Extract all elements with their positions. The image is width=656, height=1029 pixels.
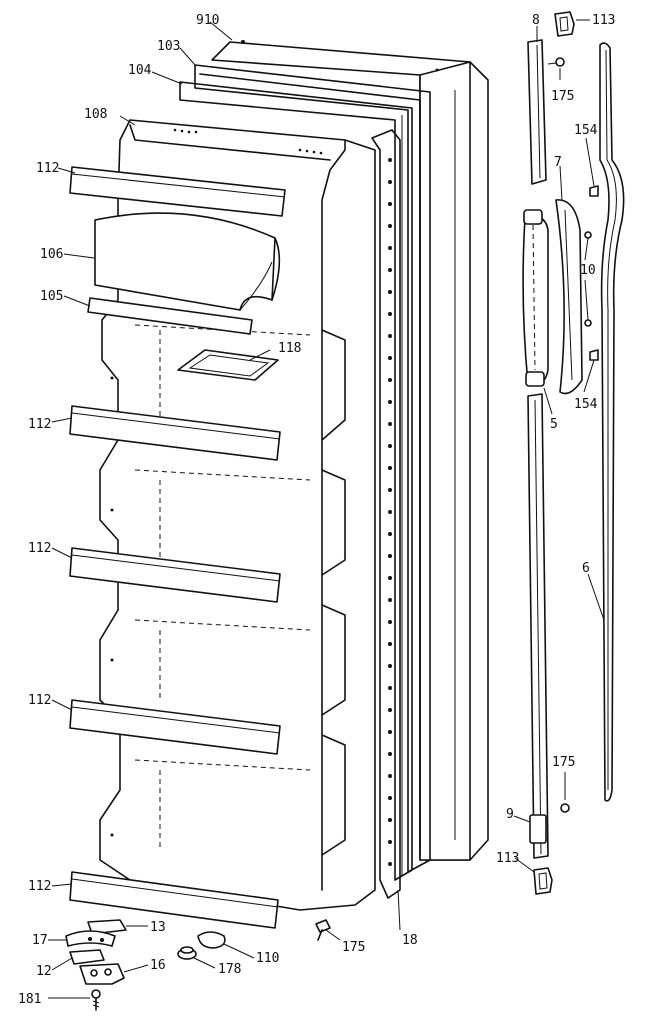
screw-154-upper bbox=[589, 185, 599, 197]
label-6: 6 bbox=[582, 561, 590, 576]
strip-hole bbox=[388, 510, 392, 514]
strip-hole bbox=[388, 620, 392, 624]
hinge-17 bbox=[65, 930, 116, 947]
strip-hole bbox=[388, 268, 392, 272]
screw-175-top bbox=[547, 57, 565, 67]
screw-181 bbox=[91, 989, 101, 1011]
strip-hole bbox=[388, 202, 392, 206]
label-175-door: 175 bbox=[342, 940, 365, 955]
label-113-top: 113 bbox=[592, 13, 615, 28]
cover-110 bbox=[197, 931, 226, 949]
label-113-bottom: 113 bbox=[496, 851, 519, 866]
screw-175-bottom-door bbox=[315, 919, 331, 941]
strip-hole bbox=[388, 180, 392, 184]
tray bbox=[177, 349, 279, 381]
label-181: 181 bbox=[18, 992, 41, 1007]
strip-hole bbox=[388, 378, 392, 382]
label-103: 103 bbox=[157, 39, 180, 54]
handle-center-grip bbox=[522, 209, 549, 387]
screw-154-lower bbox=[589, 349, 599, 361]
hinge-plate-13 bbox=[87, 919, 127, 935]
screw-10 bbox=[584, 231, 592, 327]
strip-hole bbox=[388, 334, 392, 338]
label-10: 10 bbox=[580, 263, 596, 278]
label-112-shelf-2: 112 bbox=[28, 417, 51, 432]
breaker-strip bbox=[371, 129, 401, 899]
strip-hole bbox=[388, 818, 392, 822]
strip-hole bbox=[388, 730, 392, 734]
label-105: 105 bbox=[40, 289, 63, 304]
strip-hole bbox=[388, 400, 392, 404]
end-cap-top bbox=[554, 11, 575, 37]
label-112-shelf-3: 112 bbox=[28, 541, 51, 556]
strip-hole bbox=[388, 664, 392, 668]
strip-hole bbox=[388, 158, 392, 162]
leader-lines bbox=[48, 19, 605, 999]
end-cap-bottom bbox=[533, 867, 553, 895]
strip-hole bbox=[388, 356, 392, 360]
label-104: 104 bbox=[128, 63, 152, 78]
strip-hole bbox=[388, 246, 392, 250]
label-175-top: 175 bbox=[551, 89, 574, 104]
shelf-bar-1 bbox=[69, 166, 286, 217]
label-18: 18 bbox=[402, 933, 418, 948]
strip-hole bbox=[388, 598, 392, 602]
strip-hole bbox=[388, 642, 392, 646]
part-labels: 910 103 104 108 112 106 105 118 112 112 … bbox=[18, 13, 615, 1007]
label-13: 13 bbox=[150, 920, 166, 935]
label-106: 106 bbox=[40, 247, 63, 262]
label-17: 17 bbox=[32, 933, 48, 948]
strip-hole bbox=[388, 708, 392, 712]
label-112-shelf-5: 112 bbox=[28, 879, 51, 894]
strip-hole bbox=[388, 224, 392, 228]
strip-hole bbox=[388, 290, 392, 294]
shelf-bar-4 bbox=[69, 699, 281, 755]
hinge-bracket-16 bbox=[79, 963, 125, 985]
strip-hole bbox=[388, 840, 392, 844]
strip-hole bbox=[388, 466, 392, 470]
label-9: 9 bbox=[506, 807, 514, 822]
hinge-12 bbox=[69, 949, 105, 965]
strip-hole bbox=[388, 796, 392, 800]
label-108: 108 bbox=[84, 107, 107, 122]
strip-hole bbox=[388, 774, 392, 778]
strip-hole bbox=[388, 576, 392, 580]
trim-strip bbox=[599, 42, 625, 802]
label-110: 110 bbox=[256, 951, 279, 966]
strip-hole bbox=[388, 488, 392, 492]
door-gasket bbox=[179, 64, 431, 881]
label-8: 8 bbox=[532, 13, 540, 28]
cam-178 bbox=[177, 946, 197, 960]
label-154-upper: 154 bbox=[574, 123, 598, 138]
label-154-lower: 154 bbox=[574, 397, 598, 412]
strip-hole bbox=[388, 444, 392, 448]
label-7: 7 bbox=[554, 155, 562, 170]
handle-top-section bbox=[527, 39, 547, 185]
handle-insert bbox=[555, 199, 583, 395]
strip-hole bbox=[388, 312, 392, 316]
strip-hole bbox=[388, 686, 392, 690]
label-112-shelf-1: 112 bbox=[36, 161, 59, 176]
label-910: 910 bbox=[196, 13, 219, 28]
dairy-retainer bbox=[87, 297, 253, 335]
dairy-compartment-door bbox=[94, 212, 281, 311]
strip-hole bbox=[388, 554, 392, 558]
strip-hole bbox=[388, 752, 392, 756]
screw-175-bottom bbox=[560, 803, 570, 813]
handle-bottom-section bbox=[527, 393, 549, 859]
label-118: 118 bbox=[278, 341, 301, 356]
label-175-bottom: 175 bbox=[552, 755, 575, 770]
shelf-bar-2 bbox=[69, 405, 281, 461]
strip-hole bbox=[388, 862, 392, 866]
label-5: 5 bbox=[550, 417, 558, 432]
label-178: 178 bbox=[218, 962, 241, 977]
shelf-bar-3 bbox=[69, 547, 281, 603]
label-16: 16 bbox=[150, 958, 166, 973]
strip-hole bbox=[388, 532, 392, 536]
shelf-bar-5 bbox=[69, 871, 279, 929]
strip-hole bbox=[388, 422, 392, 426]
label-112-shelf-4: 112 bbox=[28, 693, 51, 708]
label-12: 12 bbox=[36, 964, 52, 979]
